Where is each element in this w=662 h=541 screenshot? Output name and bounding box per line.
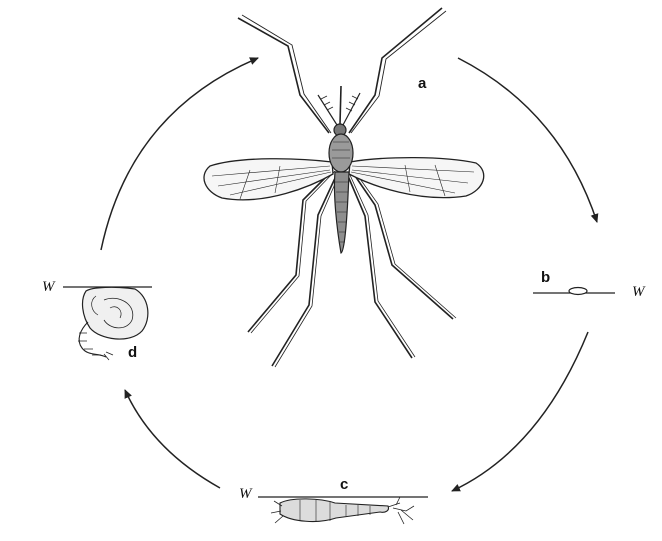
arrow-adult-to-egg <box>458 58 597 222</box>
larva-illustration <box>258 497 428 524</box>
stage-label-adult: a <box>418 76 426 91</box>
water-marker-egg: W <box>632 285 645 300</box>
water-marker-larva: W <box>239 487 252 502</box>
pupa-illustration <box>63 287 152 360</box>
water-marker-pupa: W <box>42 280 55 295</box>
arrow-egg-to-larva <box>452 332 588 491</box>
arrow-larva-to-pupa <box>125 390 220 488</box>
arrow-pupa-to-adult <box>101 58 258 250</box>
stage-label-pupa: d <box>128 345 137 360</box>
stage-label-larva: c <box>340 477 348 492</box>
egg-illustration <box>533 288 615 295</box>
stage-label-egg: b <box>541 270 550 285</box>
